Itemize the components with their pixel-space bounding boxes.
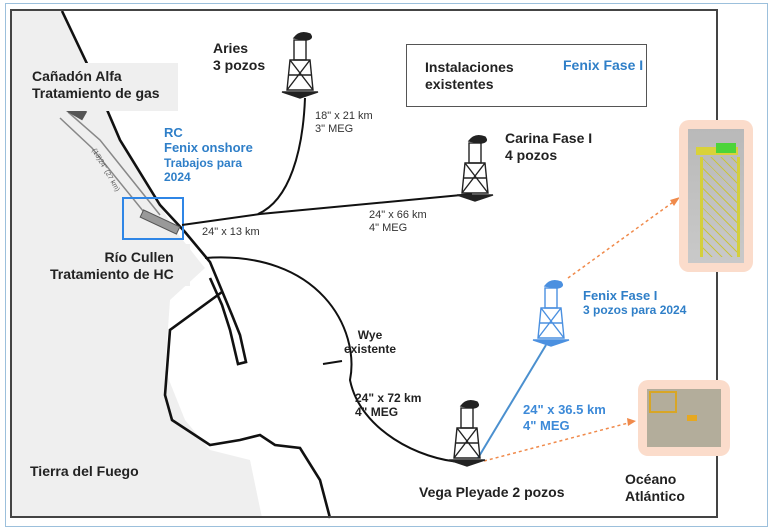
vega-platform-icon <box>448 399 486 467</box>
legend-new-project: Fenix Fase I <box>563 57 644 73</box>
fenix-pipeline-spec: 24" x 36.5 km 4" MEG <box>523 402 606 433</box>
bay-coastline <box>163 290 332 519</box>
pipeline-aries <box>257 97 306 215</box>
fenix-label: Fenix Fase I 3 pozos para 2024 <box>583 288 687 318</box>
coastline <box>60 10 248 366</box>
rc-onshore-highlight <box>122 197 184 240</box>
rio-cullen-label: Río Cullen Tratamiento de HC <box>50 249 174 282</box>
carina-label: Carina Fase I 4 pozos <box>505 130 593 163</box>
fenix-platform-icon <box>532 279 570 347</box>
link-vega-photo <box>483 421 633 462</box>
aries-label: Aries 3 pozos <box>213 40 266 73</box>
region-land-label: Tierra del Fuego <box>30 463 139 479</box>
rc-junction-spec: 24" x 13 km <box>202 226 260 238</box>
rio-cullen-plant-icon <box>139 209 181 235</box>
region-ocean-label: Océano Atlántico <box>625 471 685 504</box>
aries-pipeline-spec: 18" x 21 km 3" MEG <box>315 110 373 136</box>
canadon-alfa-label: Cañadón Alfa Tratamiento de gas <box>32 68 160 101</box>
rc-onshore-label: RC Fenix onshore Trabajos para 2024 <box>164 125 253 184</box>
link-fenix-photo <box>567 199 677 279</box>
legend-existing: Instalaciones existentes <box>425 59 514 92</box>
onshore-pipeline <box>67 111 161 216</box>
carina-pipeline-spec: 24" x 66 km 4" MEG <box>369 209 427 235</box>
wye-label: Wye existente <box>344 328 397 357</box>
legend-box: Instalaciones existentes Fenix Fase I <box>406 44 647 107</box>
pipeline-vega <box>204 256 463 463</box>
vega-seabed-photo[interactable] <box>638 380 730 456</box>
aries-platform-icon <box>281 31 319 99</box>
carina-platform-icon <box>456 134 494 202</box>
rio-cullen-label-bg <box>100 244 190 286</box>
figure-border <box>5 3 768 527</box>
pipeline-fenix <box>477 344 547 459</box>
vega-label: Vega Pleyade 2 pozos <box>419 484 565 500</box>
canadon-alfa-label-bg <box>28 63 178 111</box>
fenix-platform-photo[interactable] <box>679 120 753 272</box>
vega-pipeline-spec: 24" x 72 km 4" MEG <box>355 391 422 420</box>
wye-branch <box>322 360 343 365</box>
